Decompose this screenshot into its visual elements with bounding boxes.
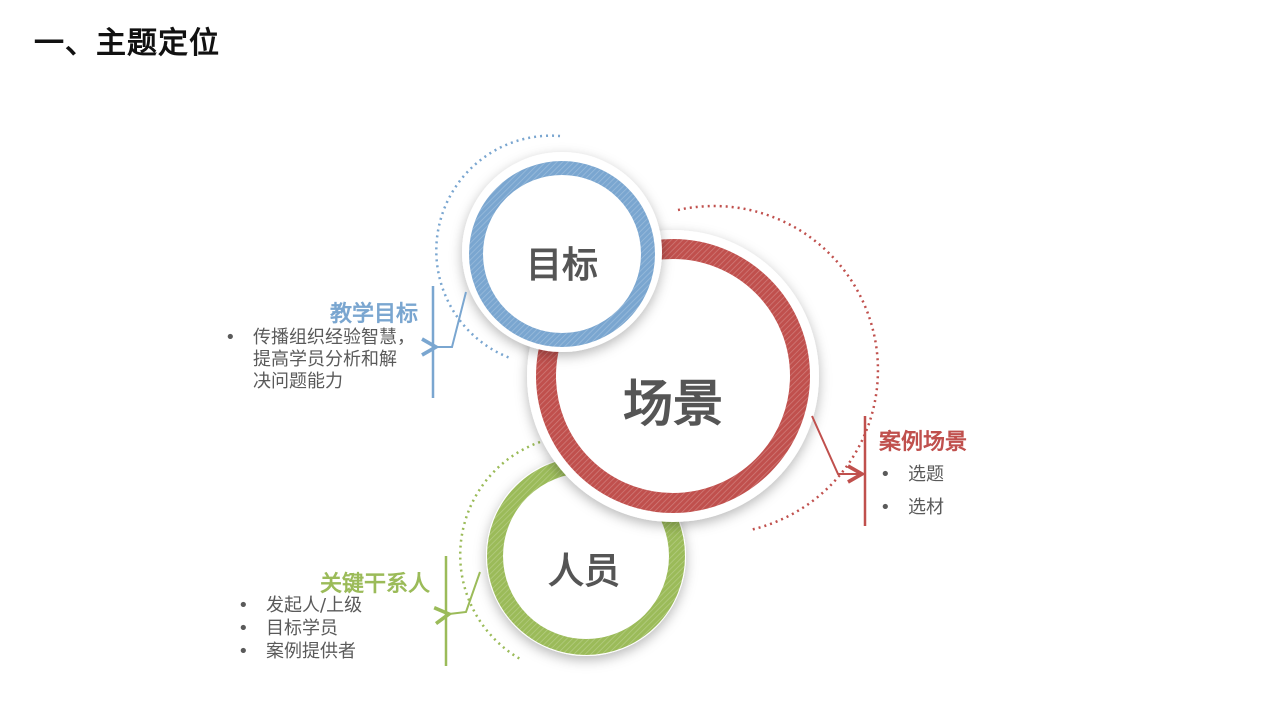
goal-line-3: 决问题能力 [253,371,343,392]
goal-line-2: 提高学员分析和解 [253,349,397,370]
blue-dotted-arc [435,134,561,360]
goal-heading: 教学目标 [329,302,418,327]
scene-item: 选材 [880,491,944,524]
red-dotted-arc [677,204,880,532]
bottom-circle-label: 人员 [547,551,620,592]
people-item: 发起人/上级 [238,594,362,617]
people-list: 发起人/上级 目标学员 案例提供者 [238,594,362,663]
page-title: 一、主题定位 [34,26,220,61]
scene-list: 选题 选材 [880,458,944,524]
top-circle-label: 目标 [525,245,598,286]
people-item: 案例提供者 [238,640,362,663]
goal-list: 传播组织经验智慧， 提高学员分析和解 决问题能力 [225,327,435,393]
people-item: 目标学员 [238,617,362,640]
green-dotted-arc [459,440,541,662]
center-circle-label: 场景 [623,375,723,433]
scene-arrow [811,415,866,484]
people-heading: 关键干系人 [319,572,430,597]
goal-item: 传播组织经验智慧， 提高学员分析和解 决问题能力 [225,327,435,393]
blue-ring [462,152,662,352]
scene-item: 选题 [880,458,944,491]
goal-line-1: 传播组织经验智慧， [253,327,415,348]
people-arrow [433,571,481,626]
scene-heading: 案例场景 [879,430,968,455]
goal-arrow [421,291,467,357]
